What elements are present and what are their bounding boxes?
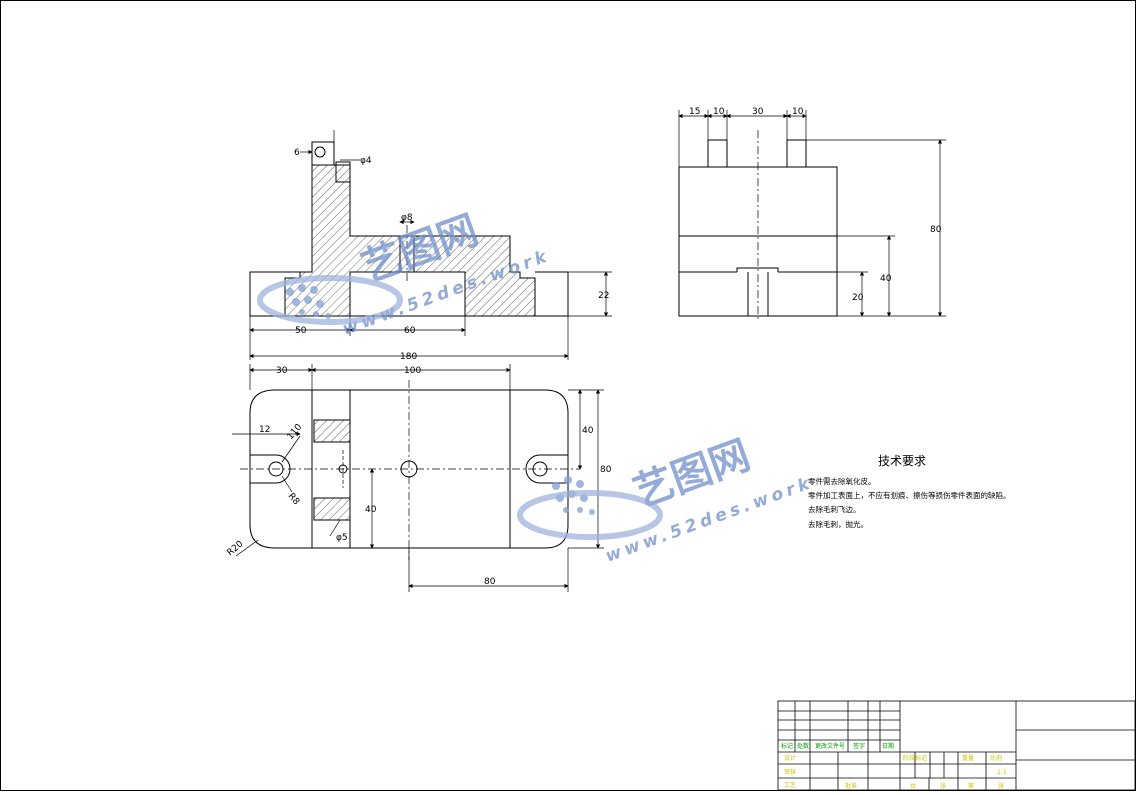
dim-top-total-height: 80	[600, 465, 612, 475]
tb-row-process: 工艺	[784, 781, 796, 789]
watermark-2: 艺图网 www.52des.work	[517, 432, 816, 567]
dim-hole-dia: φ4	[360, 156, 372, 166]
dim-side-w2: 10	[713, 107, 725, 117]
tb-head-mark: 标记	[781, 742, 793, 750]
tech-req-item-1: 零件需去除氧化皮。	[808, 476, 876, 486]
tb-sheet-total: 共	[910, 782, 916, 790]
dim-side-mid: 40	[880, 274, 892, 284]
dim-top-slot-pitch: 100	[404, 366, 421, 376]
title-block-labels: 标记 处数 更改文件号 签字 日期 设计 审核 工艺 批准 阶段标记 重量 比例…	[781, 742, 1007, 790]
dim-side-w3: 30	[752, 107, 764, 117]
title-block	[777, 700, 1136, 791]
dim-top-corner-radius: R20	[226, 539, 246, 558]
dim-top-half-height: 40	[582, 426, 594, 436]
tb-head-change: 更改文件号	[815, 742, 845, 750]
top-dimensions	[232, 364, 604, 592]
dim-side-w4: 10	[792, 107, 804, 117]
dim-height: 22	[598, 291, 609, 301]
tb-head-sign: 签字	[853, 742, 865, 750]
tech-req-item-3: 去除毛刺飞边。	[808, 504, 861, 514]
tb-approve: 批准	[845, 782, 857, 790]
dim-overall: 180	[400, 352, 417, 362]
tb-row-design: 设计	[784, 754, 796, 762]
tb-scale-label: 比例	[990, 754, 1002, 762]
front-dimensions	[249, 130, 612, 360]
dim-top-offset-80: 80	[484, 577, 496, 587]
dim-mid-len: 60	[404, 326, 416, 336]
technical-requirements: 技术要求 零件需去除氧化皮。 零件加工表面上，不应有划痕、擦伤等损伤零件表面的缺…	[808, 454, 1011, 529]
dim-hole-offset: 6	[294, 148, 300, 158]
tech-req-title: 技术要求	[878, 454, 926, 468]
dim-top-slot-width: 12	[259, 425, 270, 435]
tb-sheet-no: 第	[968, 782, 974, 790]
tb-stage: 阶段标记	[903, 754, 927, 762]
side-view	[678, 130, 838, 320]
tb-scale-value: 1:1	[997, 769, 1007, 776]
tb-sheet-unit-1: 张	[940, 782, 946, 790]
dim-top-hole-dia: φ5	[336, 533, 348, 543]
dim-side-total: 80	[930, 225, 942, 235]
dim-top-slot-r2: R8	[286, 492, 302, 508]
dim-side-w1: 15	[689, 107, 700, 117]
dim-top-edge-offset: 30	[276, 366, 288, 376]
dim-bore-dia: φ8	[401, 213, 413, 223]
dim-top-inner-height: 40	[365, 505, 377, 515]
tb-head-count: 处数	[797, 742, 809, 750]
dim-left-len: 50	[295, 326, 307, 336]
tb-sheet-unit-2: 张	[998, 782, 1004, 790]
tech-req-item-2: 零件加工表面上，不应有划痕、擦伤等损伤零件表面的缺陷。	[808, 490, 1011, 500]
tech-req-item-4: 去除毛刺，抛光。	[808, 519, 868, 529]
tb-head-date: 日期	[882, 742, 894, 750]
side-dimensions	[678, 110, 946, 317]
top-view	[240, 380, 580, 560]
tb-weight: 重量	[962, 754, 974, 762]
tb-row-review: 审核	[784, 768, 796, 776]
dim-top-angle: 110	[286, 422, 305, 442]
dim-side-low: 20	[852, 293, 864, 303]
